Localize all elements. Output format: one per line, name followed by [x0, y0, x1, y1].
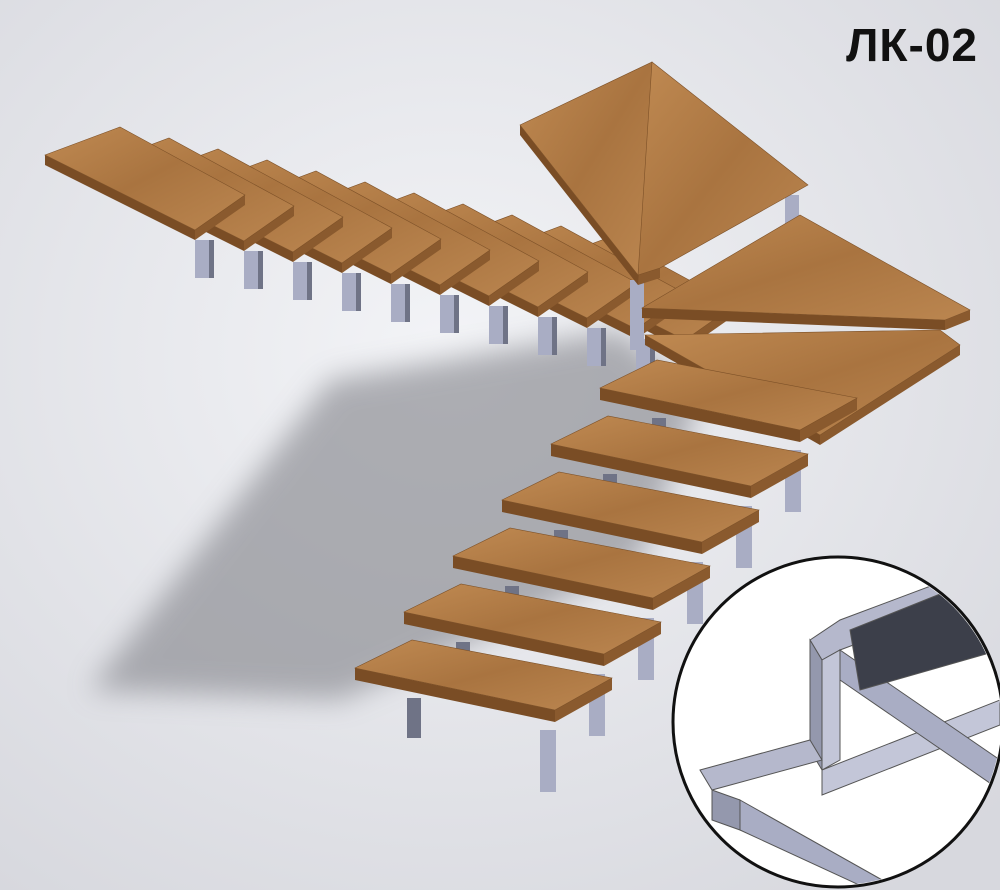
stringer-post — [601, 328, 606, 366]
tread-edge — [702, 510, 759, 554]
tread-edge — [293, 217, 343, 262]
tread-edge — [45, 155, 195, 240]
tread — [44, 126, 246, 231]
tread — [640, 214, 971, 321]
stringer-post — [407, 698, 421, 738]
stringer-post — [440, 295, 454, 333]
stringer-post — [391, 284, 405, 322]
stringer-post — [209, 240, 214, 278]
tread-edge — [342, 228, 392, 273]
tread-edge — [520, 125, 638, 285]
stringer-post — [342, 273, 356, 311]
tread-edge — [638, 268, 660, 285]
tread-edge — [555, 678, 612, 722]
stringer-post — [552, 317, 557, 355]
stringer-post — [258, 251, 263, 289]
tread — [354, 639, 613, 711]
tread-edge — [600, 388, 800, 442]
stringer-post — [356, 273, 361, 311]
tread-edge — [244, 206, 294, 251]
stringer-post — [540, 730, 556, 792]
tread-edge — [587, 283, 637, 328]
stringer-post — [489, 306, 503, 344]
tread-edge — [945, 310, 970, 330]
tread-edge — [502, 500, 702, 554]
frame-detail-inset — [671, 555, 1000, 889]
tread-edge — [440, 250, 490, 295]
stringer-post — [650, 339, 655, 377]
tread — [637, 61, 809, 276]
tread-edge — [751, 454, 808, 498]
tread — [550, 415, 809, 487]
tread-edge — [653, 566, 710, 610]
tread-edge — [453, 556, 653, 610]
tread-edge — [820, 345, 960, 445]
stringer-post — [293, 262, 307, 300]
stringer-post — [454, 295, 459, 333]
floor-shadow — [90, 330, 700, 700]
tread — [403, 583, 662, 655]
stringer-post — [503, 306, 508, 344]
lower-flight — [354, 359, 858, 792]
model-label: ЛК-02 — [846, 19, 978, 71]
stringer-post — [538, 317, 552, 355]
tread — [452, 527, 711, 599]
stringer-post — [405, 284, 410, 322]
tread-edge — [355, 668, 555, 722]
frame-bar — [699, 739, 823, 791]
stringer — [630, 280, 644, 350]
tread-edge — [800, 398, 857, 442]
tread — [501, 471, 760, 543]
tread-edge — [642, 308, 945, 330]
frame-bar — [821, 649, 841, 771]
tread — [599, 359, 858, 431]
tread-edge — [538, 272, 588, 317]
tread-edge — [195, 195, 245, 240]
tread-edge — [604, 622, 661, 666]
tread-edge — [404, 612, 604, 666]
tread-edge — [391, 239, 441, 284]
stringer-post — [244, 251, 258, 289]
tread-edge — [551, 444, 751, 498]
frame-bar — [739, 799, 902, 885]
frame-bar — [839, 649, 1000, 791]
tread-edge — [489, 261, 539, 306]
stringer-post — [587, 328, 601, 366]
stringer-post — [307, 262, 312, 300]
stringer-post — [195, 240, 209, 278]
